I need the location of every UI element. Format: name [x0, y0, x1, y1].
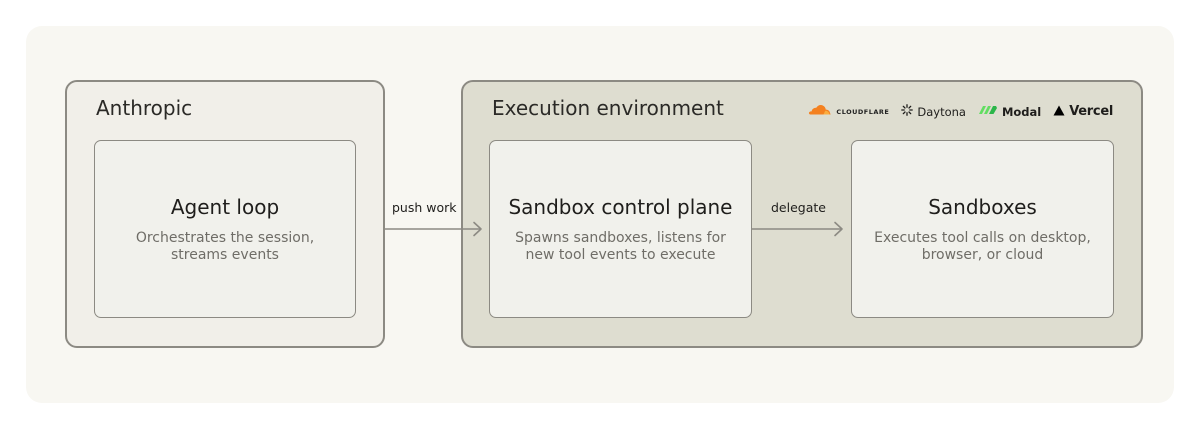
vercel-logo: Vercel [1053, 104, 1113, 119]
sandbox-control-plane-title: Sandbox control plane [508, 195, 733, 219]
modal-logo-icon [978, 104, 998, 119]
sandboxes-title: Sandboxes [928, 195, 1037, 219]
modal-label: Modal [1001, 104, 1042, 119]
agent-loop-title: Agent loop [170, 195, 280, 219]
vercel-triangle-icon [1053, 105, 1065, 119]
sandboxes-node: Sandboxes Executes tool calls on desktop… [851, 140, 1114, 318]
execution-environment-title: Execution environment [492, 96, 724, 120]
sandbox-control-plane-node: Sandbox control plane Spawns sandboxes, … [489, 140, 752, 318]
cloudflare-logo: CLOUDFLARE [808, 104, 889, 119]
agent-loop-description: Orchestrates the session, streams events [135, 230, 315, 263]
daytona-logo: Daytona [901, 104, 966, 119]
modal-logo: Modal [978, 104, 1041, 119]
vercel-label: Vercel [1069, 104, 1113, 119]
cloudflare-cloud-icon [808, 104, 832, 119]
cloudflare-label: CLOUDFLARE [836, 107, 890, 116]
sandboxes-description: Executes tool calls on desktop, browser,… [874, 230, 1091, 263]
provider-logos: CLOUDFLARE Daytona [808, 104, 1113, 119]
sandbox-control-plane-description: Spawns sandboxes, listens for new tool e… [515, 230, 726, 263]
daytona-label: Daytona [917, 104, 966, 119]
anthropic-group-title: Anthropic [96, 96, 193, 120]
agent-loop-node: Agent loop Orchestrates the session, str… [94, 140, 356, 318]
push-work-label: push work [392, 200, 457, 215]
daytona-gear-icon [901, 104, 914, 119]
delegate-label: delegate [771, 200, 826, 215]
